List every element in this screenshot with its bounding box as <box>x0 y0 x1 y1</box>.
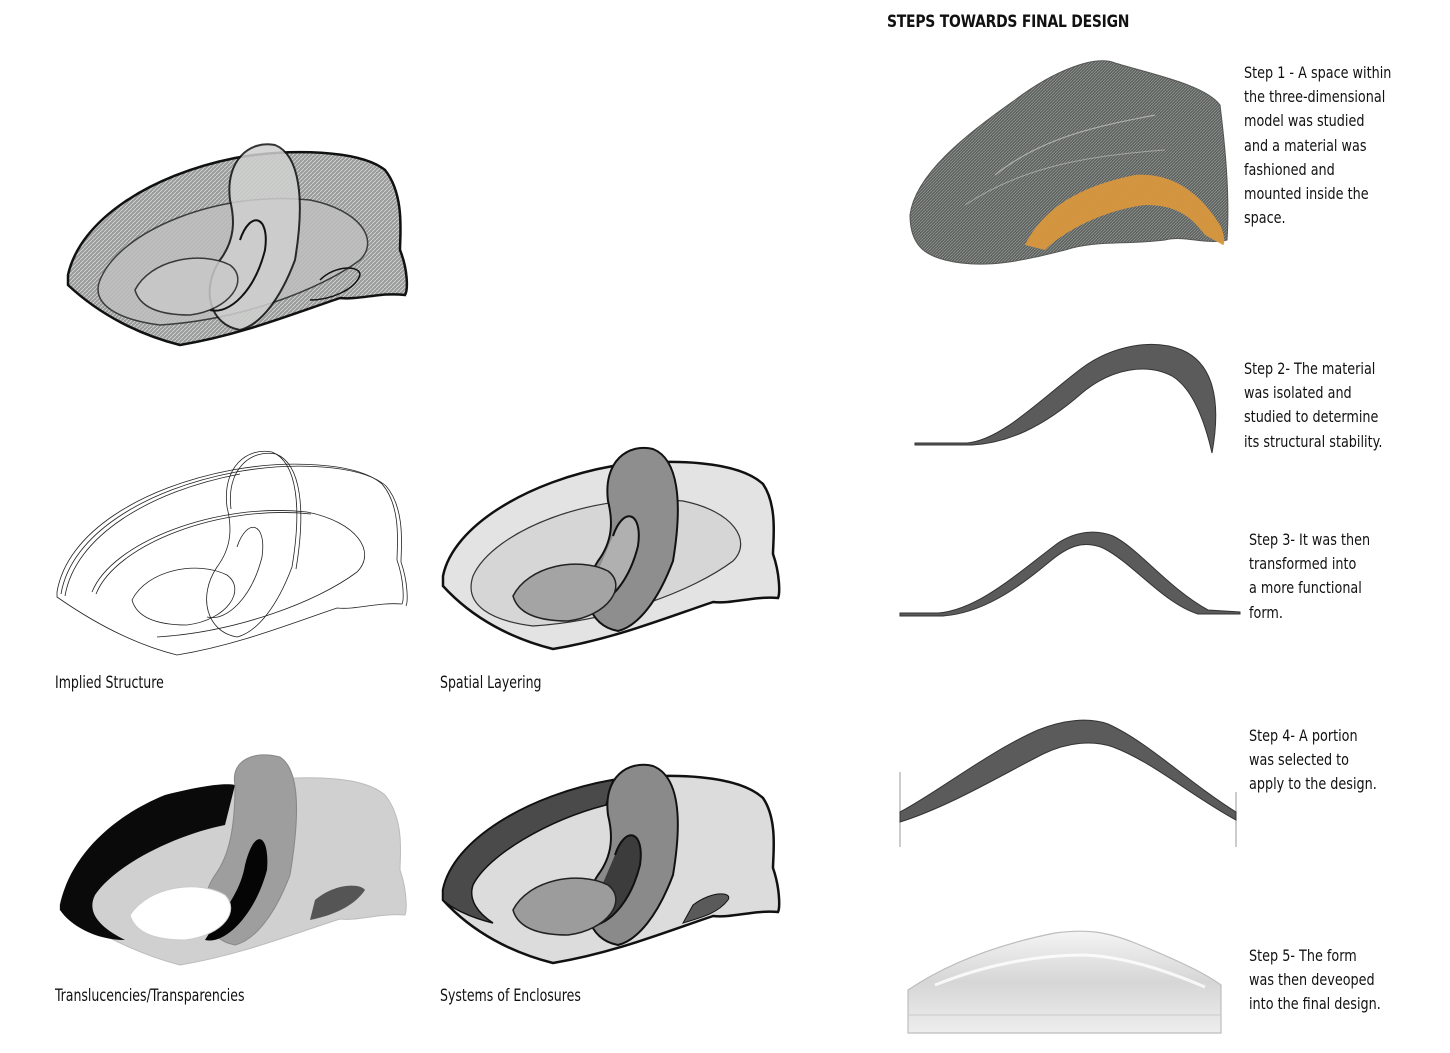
step-4-line: apply to the design. <box>1249 774 1377 794</box>
step1-mesh-photo <box>909 60 1229 265</box>
step4-ribbon-drawing <box>899 719 1237 847</box>
step-5-line: Step 5- The form <box>1249 946 1357 965</box>
step-5-description: Step 5- The form was then deveoped into … <box>1249 944 1381 1017</box>
spatial-layering-drawing <box>441 446 781 651</box>
step-1-line: mounted inside the <box>1244 184 1369 204</box>
page-title: STEPS TOWARDS FINAL DESIGN <box>887 12 1130 32</box>
diagram-label-implied-structure: Implied Structure <box>55 673 164 693</box>
step-2-line: studied to determine <box>1244 407 1379 427</box>
diagram-label-translucencies: Translucencies/Transparencies <box>55 986 245 1006</box>
mesh-model-drawing <box>66 143 409 347</box>
step-4-line: was selected to <box>1249 750 1349 770</box>
step-1-line: model was studied <box>1244 111 1365 131</box>
step-2-line: Step 2- The material <box>1244 359 1376 378</box>
step-2-line: its structural stability. <box>1244 431 1383 451</box>
step-3-line: form. <box>1249 602 1283 622</box>
step-1-line: fashioned and <box>1244 159 1335 179</box>
step-3-description: Step 3- It was then transformed into a m… <box>1249 528 1370 625</box>
systems-of-enclosures-drawing <box>441 763 781 965</box>
step-5-line: into the final design. <box>1249 994 1381 1014</box>
step-1-line: the three-dimensional <box>1244 87 1386 107</box>
translucencies-drawing <box>59 754 407 966</box>
step2-ribbon-drawing <box>914 344 1217 454</box>
implied-structure-drawing <box>56 450 408 656</box>
step-1-line: space. <box>1244 208 1286 228</box>
step-4-line: Step 4- A portion <box>1249 726 1358 745</box>
step-3-line: a more functional <box>1249 578 1362 598</box>
step-1-line: and a material was <box>1244 135 1367 155</box>
step-3-line: transformed into <box>1249 554 1357 574</box>
step-1-line: Step 1 - A space within <box>1244 63 1392 82</box>
diagram-label-spatial-layering: Spatial Layering <box>440 673 542 693</box>
step3-ribbon-drawing <box>899 531 1241 617</box>
step-5-line: was then deveoped <box>1249 970 1375 990</box>
step5-final-form-render <box>907 930 1222 1034</box>
step-2-line: was isolated and <box>1244 383 1352 403</box>
diagram-label-systems-of-enclosures: Systems of Enclosures <box>440 986 581 1006</box>
step-2-description: Step 2- The material was isolated and st… <box>1244 357 1382 454</box>
step-4-description: Step 4- A portion was selected to apply … <box>1249 724 1377 797</box>
step-3-line: Step 3- It was then <box>1249 530 1371 549</box>
step-1-description: Step 1 - A space within the three-dimens… <box>1244 61 1391 230</box>
